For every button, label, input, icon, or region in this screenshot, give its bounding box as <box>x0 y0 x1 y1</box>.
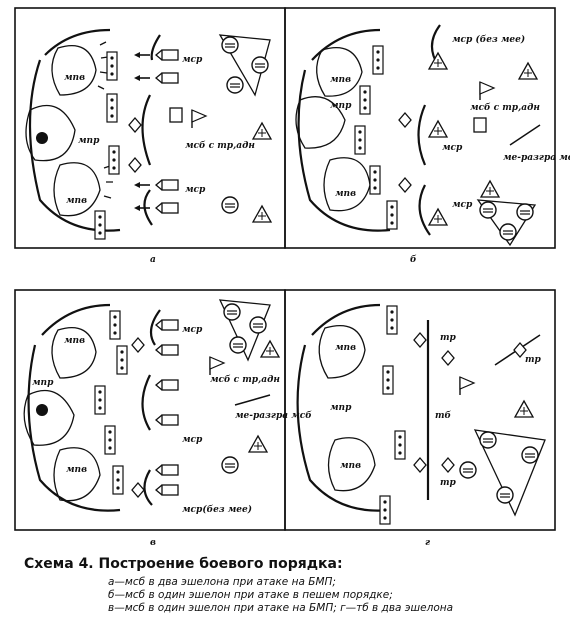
panel-letter-v: в <box>150 538 156 548</box>
label-mpr: мпр <box>330 101 352 111</box>
label-mpv-top: мпв <box>64 73 85 83</box>
label-msr-1: мср <box>182 325 203 335</box>
label-mpv-top: мпв <box>64 336 85 346</box>
label-razgr: ме-разгра мсб <box>235 410 312 421</box>
label-mpv-top: мпв <box>330 75 351 85</box>
label-msr-3: мср <box>452 200 473 210</box>
label-mpv-bottom: мпв <box>335 189 356 199</box>
label-msr-2: мср <box>185 185 206 195</box>
caption-line-b: б—мсб в один эшелон при атаке в пешем по… <box>108 589 393 601</box>
panel-g: мпв мпр мпв тр тб тр тр г <box>284 289 556 548</box>
label-mpv-bottom: мпв <box>66 465 87 475</box>
panel-letter-b: б <box>410 254 417 265</box>
label-mpv-top: мпв <box>335 343 356 353</box>
label-msr-top: мср (без мее) <box>452 34 525 45</box>
label-mpv-bottom: мпв <box>66 196 87 206</box>
panel-b: мпв мпр мпв мср (без мее) мсб с тр,адн м… <box>284 7 570 265</box>
label-msr-2: мср <box>442 143 463 153</box>
label-mpv-bottom: мпв <box>340 461 361 471</box>
label-msb: мсб с тр,адн <box>210 374 280 385</box>
caption-line-v-g: в—мсб в один эшелон при атаке на БМП; г—… <box>108 602 453 614</box>
label-msr-2: мср <box>182 435 203 445</box>
label-tr-3: тр <box>525 355 542 365</box>
caption-line-a: а—мсб в два эшелона при атаке на БМП; <box>108 576 336 588</box>
panel-a: мпв мпр мпв мср мср мсб с тр,адн а <box>14 7 286 265</box>
own-front-line <box>141 34 161 226</box>
panel-v: мпв мпр мпв мср мсб с тр,адн мср мср(без… <box>14 289 312 548</box>
label-tr-1: тр <box>440 333 457 343</box>
label-razgr: ме-разгра мсб <box>503 152 570 163</box>
panel-letter-a: а <box>150 255 156 265</box>
label-mpr: мпр <box>330 403 352 413</box>
label-msr-1: мср <box>182 55 203 65</box>
panel-frame <box>14 7 286 249</box>
label-tb: тб <box>435 410 452 421</box>
label-msb: мсб с тр,адн <box>470 102 540 113</box>
panel-frame <box>284 7 556 249</box>
label-tr-2: тр <box>440 478 457 488</box>
panel-frame <box>284 289 556 531</box>
label-msb: мсб с тр,адн <box>185 140 255 151</box>
enemy-position-arc <box>28 59 121 232</box>
figure-caption-title: Схема 4. Построение боевого порядка: <box>24 556 343 572</box>
label-mpr: мпр <box>78 136 100 146</box>
label-msr-3: мср(без мее) <box>182 504 252 515</box>
panel-letter-g: г <box>425 538 430 548</box>
label-mpr: мпр <box>32 378 54 388</box>
